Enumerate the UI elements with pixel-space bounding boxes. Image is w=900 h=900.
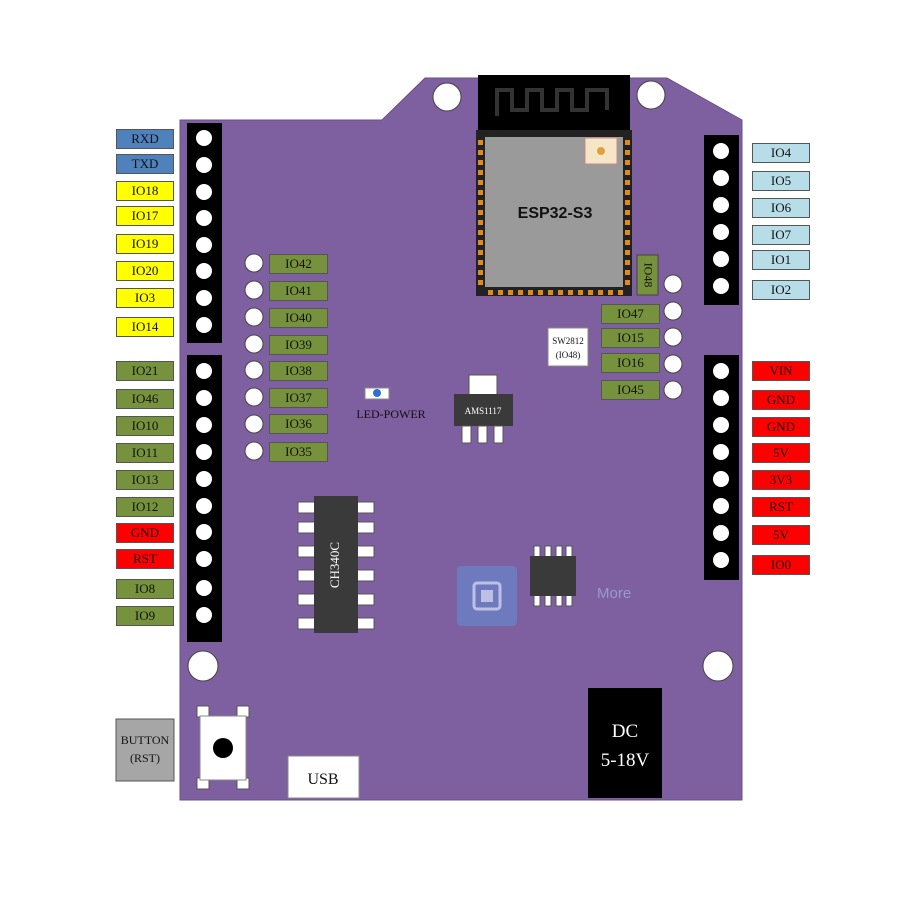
sw2812-line1: SW2812 [552, 336, 584, 346]
pin-label-io46: IO46 [116, 389, 174, 409]
pin-label-rxd: RXD [116, 129, 174, 149]
pin-label-5v-2: 5V [752, 525, 810, 545]
pin-label-io20: IO20 [116, 261, 174, 281]
io48-label-box [636, 254, 659, 296]
pin-label-io18: IO18 [116, 181, 174, 201]
pin-label-io35: IO35 [269, 442, 328, 462]
pin-label-io9: IO9 [116, 606, 174, 626]
pin-label-io10: IO10 [116, 416, 174, 436]
pin-label-io6: IO6 [752, 198, 810, 218]
io48-vertical-label: IO48 [641, 263, 655, 288]
dc-line2: 5-18V [601, 750, 650, 771]
pin-label-3v3: 3V3 [752, 470, 810, 490]
pin-label-io47: IO47 [601, 304, 660, 324]
usb-label: USB [307, 771, 338, 788]
watermark: More [457, 566, 631, 626]
pin-label-io37: IO37 [269, 388, 328, 408]
pin-label-io1: IO1 [752, 250, 810, 270]
dc-line1: DC [612, 721, 638, 742]
ch340c-label: CH340C [327, 542, 342, 588]
pin-label-io0: IO0 [752, 555, 810, 575]
pin-label-io14: IO14 [116, 317, 174, 337]
pin-label-io40: IO40 [269, 308, 328, 328]
pin-holes [713, 143, 729, 294]
pin-label-gnd: GND [116, 523, 174, 543]
button-line1: BUTTON [121, 733, 170, 747]
module-pads [478, 140, 630, 295]
pin-holes [196, 363, 212, 623]
watermark-text: More [597, 585, 631, 602]
pin-label-io8: IO8 [116, 579, 174, 599]
pin-label-5v-1: 5V [752, 443, 810, 463]
inner-holes-left [244, 253, 264, 461]
pin-header-right-top [704, 135, 739, 305]
sw2812-line2: (IO48) [556, 350, 581, 360]
pin-label-io19: IO19 [116, 234, 174, 254]
pin-header-right-bottom [704, 355, 739, 580]
pin-label-io5: IO5 [752, 171, 810, 191]
pin-label-rst: RST [116, 549, 174, 569]
pin-label-io39: IO39 [269, 335, 328, 355]
pin-label-io13: IO13 [116, 470, 174, 490]
pin-label-io15: IO15 [601, 328, 660, 348]
pin-label-io11: IO11 [116, 443, 174, 463]
mounting-hole [636, 80, 666, 110]
ams1117-regulator: AMS1117 [454, 374, 513, 444]
reset-button [196, 705, 250, 790]
pin-label-io17: IO17 [116, 206, 174, 226]
button-rst-label-box [115, 718, 175, 782]
pin-label-io41: IO41 [269, 281, 328, 301]
inner-holes-right [663, 274, 683, 400]
pin-label-rst-right: RST [752, 497, 810, 517]
pin-label-io36: IO36 [269, 414, 328, 434]
pin-label-vin: VIN [752, 361, 810, 381]
usb-connector [287, 755, 360, 799]
sw2812-box [547, 327, 589, 367]
mounting-hole [187, 650, 219, 682]
ch340c-chip: CH340C [297, 496, 375, 633]
button-line2: (RST) [130, 751, 160, 765]
pin-label-io4: IO4 [752, 143, 810, 163]
pin-label-gnd-1: GND [752, 390, 810, 410]
pin-label-io21: IO21 [116, 361, 174, 381]
mounting-hole [432, 82, 462, 112]
esp32-module: ESP32-S3 [476, 75, 632, 296]
pin-holes [196, 130, 212, 333]
pin-header-left-top [187, 123, 222, 343]
pin-label-io16: IO16 [601, 353, 660, 373]
mounting-hole [702, 650, 734, 682]
pin-label-io7: IO7 [752, 225, 810, 245]
pin-label-txd: TXD [116, 154, 174, 174]
pin-label-io38: IO38 [269, 361, 328, 381]
pin-label-io45: IO45 [601, 380, 660, 400]
module-label: ESP32-S3 [518, 205, 593, 222]
pin-label-gnd-2: GND [752, 417, 810, 437]
antenna-trace [495, 88, 609, 116]
pin-label-io42: IO42 [269, 254, 328, 274]
led-power-label: LED-POWER [356, 407, 425, 421]
pin-label-io2: IO2 [752, 280, 810, 300]
pin-holes [713, 363, 729, 568]
regulator-label: AMS1117 [465, 406, 502, 416]
eight-pin-chip [530, 545, 576, 607]
pin-label-io12: IO12 [116, 497, 174, 517]
pin-label-io3: IO3 [116, 288, 174, 308]
dc-jack [588, 688, 662, 798]
